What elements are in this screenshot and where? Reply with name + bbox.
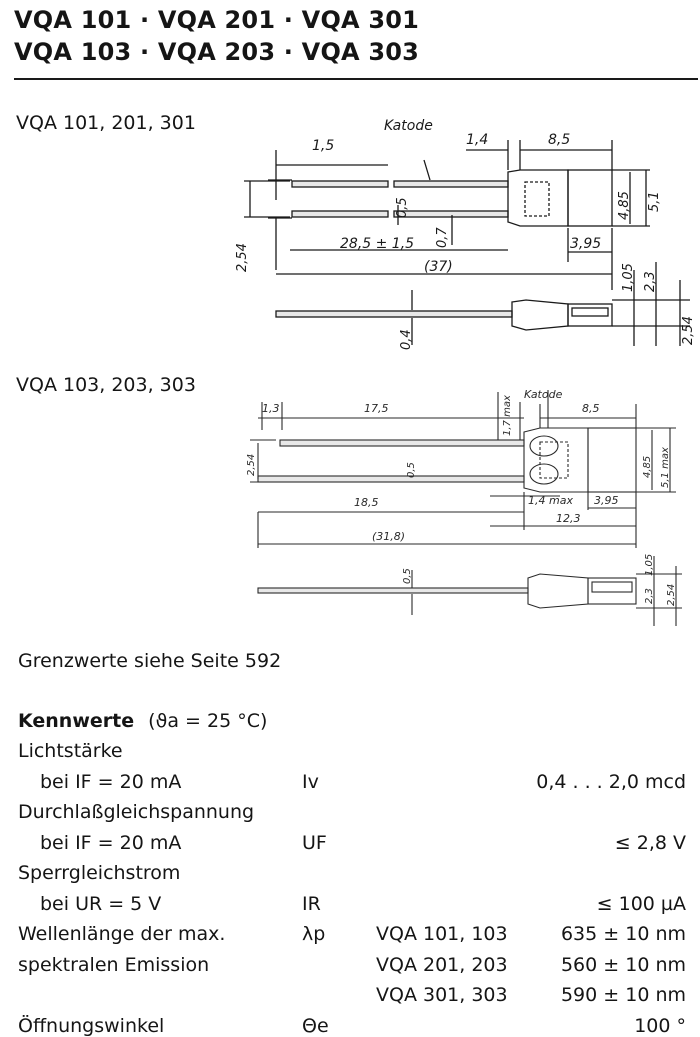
- d1-dim-1-5: 1,5: [312, 138, 334, 154]
- header-line-2: VQA 103 · VQA 203 · VQA 303: [14, 38, 420, 66]
- d1-dim-0-5: 0,5: [395, 197, 410, 218]
- d2-dim-2-54: 2,54: [246, 454, 257, 476]
- kennwerte-heading: Kennwerte: [18, 710, 135, 732]
- kennwerte-row-symbol: IR: [302, 892, 321, 915]
- d2-dim-2-3: 2,3: [644, 588, 655, 604]
- kennwerte-row-value: 635 ± 10 nm: [560, 923, 686, 945]
- kennwerte-row-label: Durchlaßgleichspannung: [18, 801, 255, 823]
- d1-dim-2-54-side: 2,54: [681, 316, 696, 345]
- d2-dim-8-5: 8,5: [582, 402, 600, 415]
- drawing-2-svg: Katode 1,3 17,5 8,5 18,5 1,4 max 3,95 12…: [246, 388, 682, 626]
- d2-dim-4-85: 4,85: [642, 456, 653, 478]
- d1-dim-5-1: 5,1: [647, 191, 662, 212]
- kennwerte-condition: (ϑa = 25 °C): [148, 710, 268, 732]
- d1-dim-2-54: 2,54: [235, 243, 250, 272]
- kennwerte-row-label: bei IF = 20 mA: [40, 831, 182, 854]
- d2-dim-0-5-side: 0,5: [402, 568, 413, 584]
- kennwerte-row-label: bei UR = 5 V: [40, 892, 162, 915]
- kennwerte-row-label: Öffnungswinkel: [18, 1014, 165, 1037]
- kennwerte-row-symbol: UF: [302, 831, 327, 854]
- kennwerte-row-symbol: Iv: [302, 770, 319, 793]
- d1-dim-28-5: 28,5 ± 1,5: [340, 236, 414, 252]
- kennwerte-row-symbol: λp: [302, 923, 326, 945]
- kennwerte-row-model: VQA 201, 203: [376, 953, 508, 976]
- d1-dim-3-95: 3,95: [570, 236, 601, 252]
- d2-dim-0-5: 0,5: [406, 462, 417, 478]
- kennwerte-row-label: Sperrgleichstrom: [18, 862, 181, 884]
- d2-dim-1-3: 1,3: [262, 402, 280, 415]
- kennwerte-row-value: ≤ 100 µA: [596, 892, 686, 915]
- kennwerte-row-label: spektralen Emission: [18, 953, 210, 976]
- d1-dim-0-4: 0,4: [399, 329, 414, 350]
- d1-dim-1-05: 1,05: [621, 263, 636, 292]
- d2-dim-31-8: (31,8): [372, 530, 405, 543]
- d1-dim-8-5: 8,5: [548, 132, 570, 148]
- kennwerte-row-label: Lichtstärke: [18, 740, 123, 762]
- header-line-1: VQA 101 · VQA 201 · VQA 301: [14, 6, 420, 34]
- d2-dim-3-95: 3,95: [594, 494, 619, 507]
- kennwerte-row-label: Wellenlänge der max.: [18, 923, 226, 945]
- d2-dim-1-05: 1,05: [644, 554, 655, 576]
- d2-dim-2-54-side: 2,54: [666, 584, 677, 606]
- kennwerte-heading-line: Kennwerte (ϑa = 25 °C): [18, 710, 267, 732]
- kennwerte-row-value: 560 ± 10 nm: [560, 953, 686, 976]
- d1-dim-4-85: 4,85: [617, 191, 632, 220]
- d2-dim-5-1max: 5,1 max: [660, 447, 671, 488]
- d1-dim-1-4: 1,4: [466, 132, 488, 148]
- d2-katode: Katode: [524, 388, 563, 401]
- drawing-2-title: VQA 103, 203, 303: [16, 374, 196, 396]
- d2-dim-1-7max: 1,7 max: [502, 395, 513, 436]
- kennwerte-row-model: VQA 301, 303: [376, 984, 508, 1006]
- kennwerte-row-value: 0,4 . . . 2,0 mcd: [536, 770, 686, 793]
- d2-dim-12-3: 12,3: [556, 512, 581, 525]
- kennwerte-row-value: 590 ± 10 nm: [560, 984, 686, 1006]
- drawing-1-title: VQA 101, 201, 301: [16, 112, 196, 134]
- d1-dim-0-7: 0,7: [435, 227, 450, 248]
- d2-dim-18-5: 18,5: [354, 496, 379, 509]
- kennwerte-row-symbol: Θe: [302, 1014, 329, 1037]
- d1-dim-2-3: 2,3: [643, 271, 658, 292]
- drawing-1-svg: Katode 1,5 1,4 8,5 28,5 ± 1,5 3,95 (37) …: [235, 118, 696, 350]
- grenzwerte-note: Grenzwerte siehe Seite 592: [18, 650, 282, 672]
- d1-katode: Katode: [384, 118, 433, 134]
- d2-dim-17-5: 17,5: [364, 402, 389, 415]
- kennwerte-row-value: ≤ 2,8 V: [614, 831, 686, 854]
- kennwerte-row-label: bei IF = 20 mA: [40, 770, 182, 793]
- kennwerte-row-model: VQA 101, 103: [376, 923, 508, 945]
- kennwerte-row-value: 100 °: [634, 1014, 686, 1037]
- d1-dim-37: (37): [424, 259, 453, 275]
- d2-dim-1-4max: 1,4 max: [528, 494, 573, 507]
- header-rule: [14, 78, 698, 80]
